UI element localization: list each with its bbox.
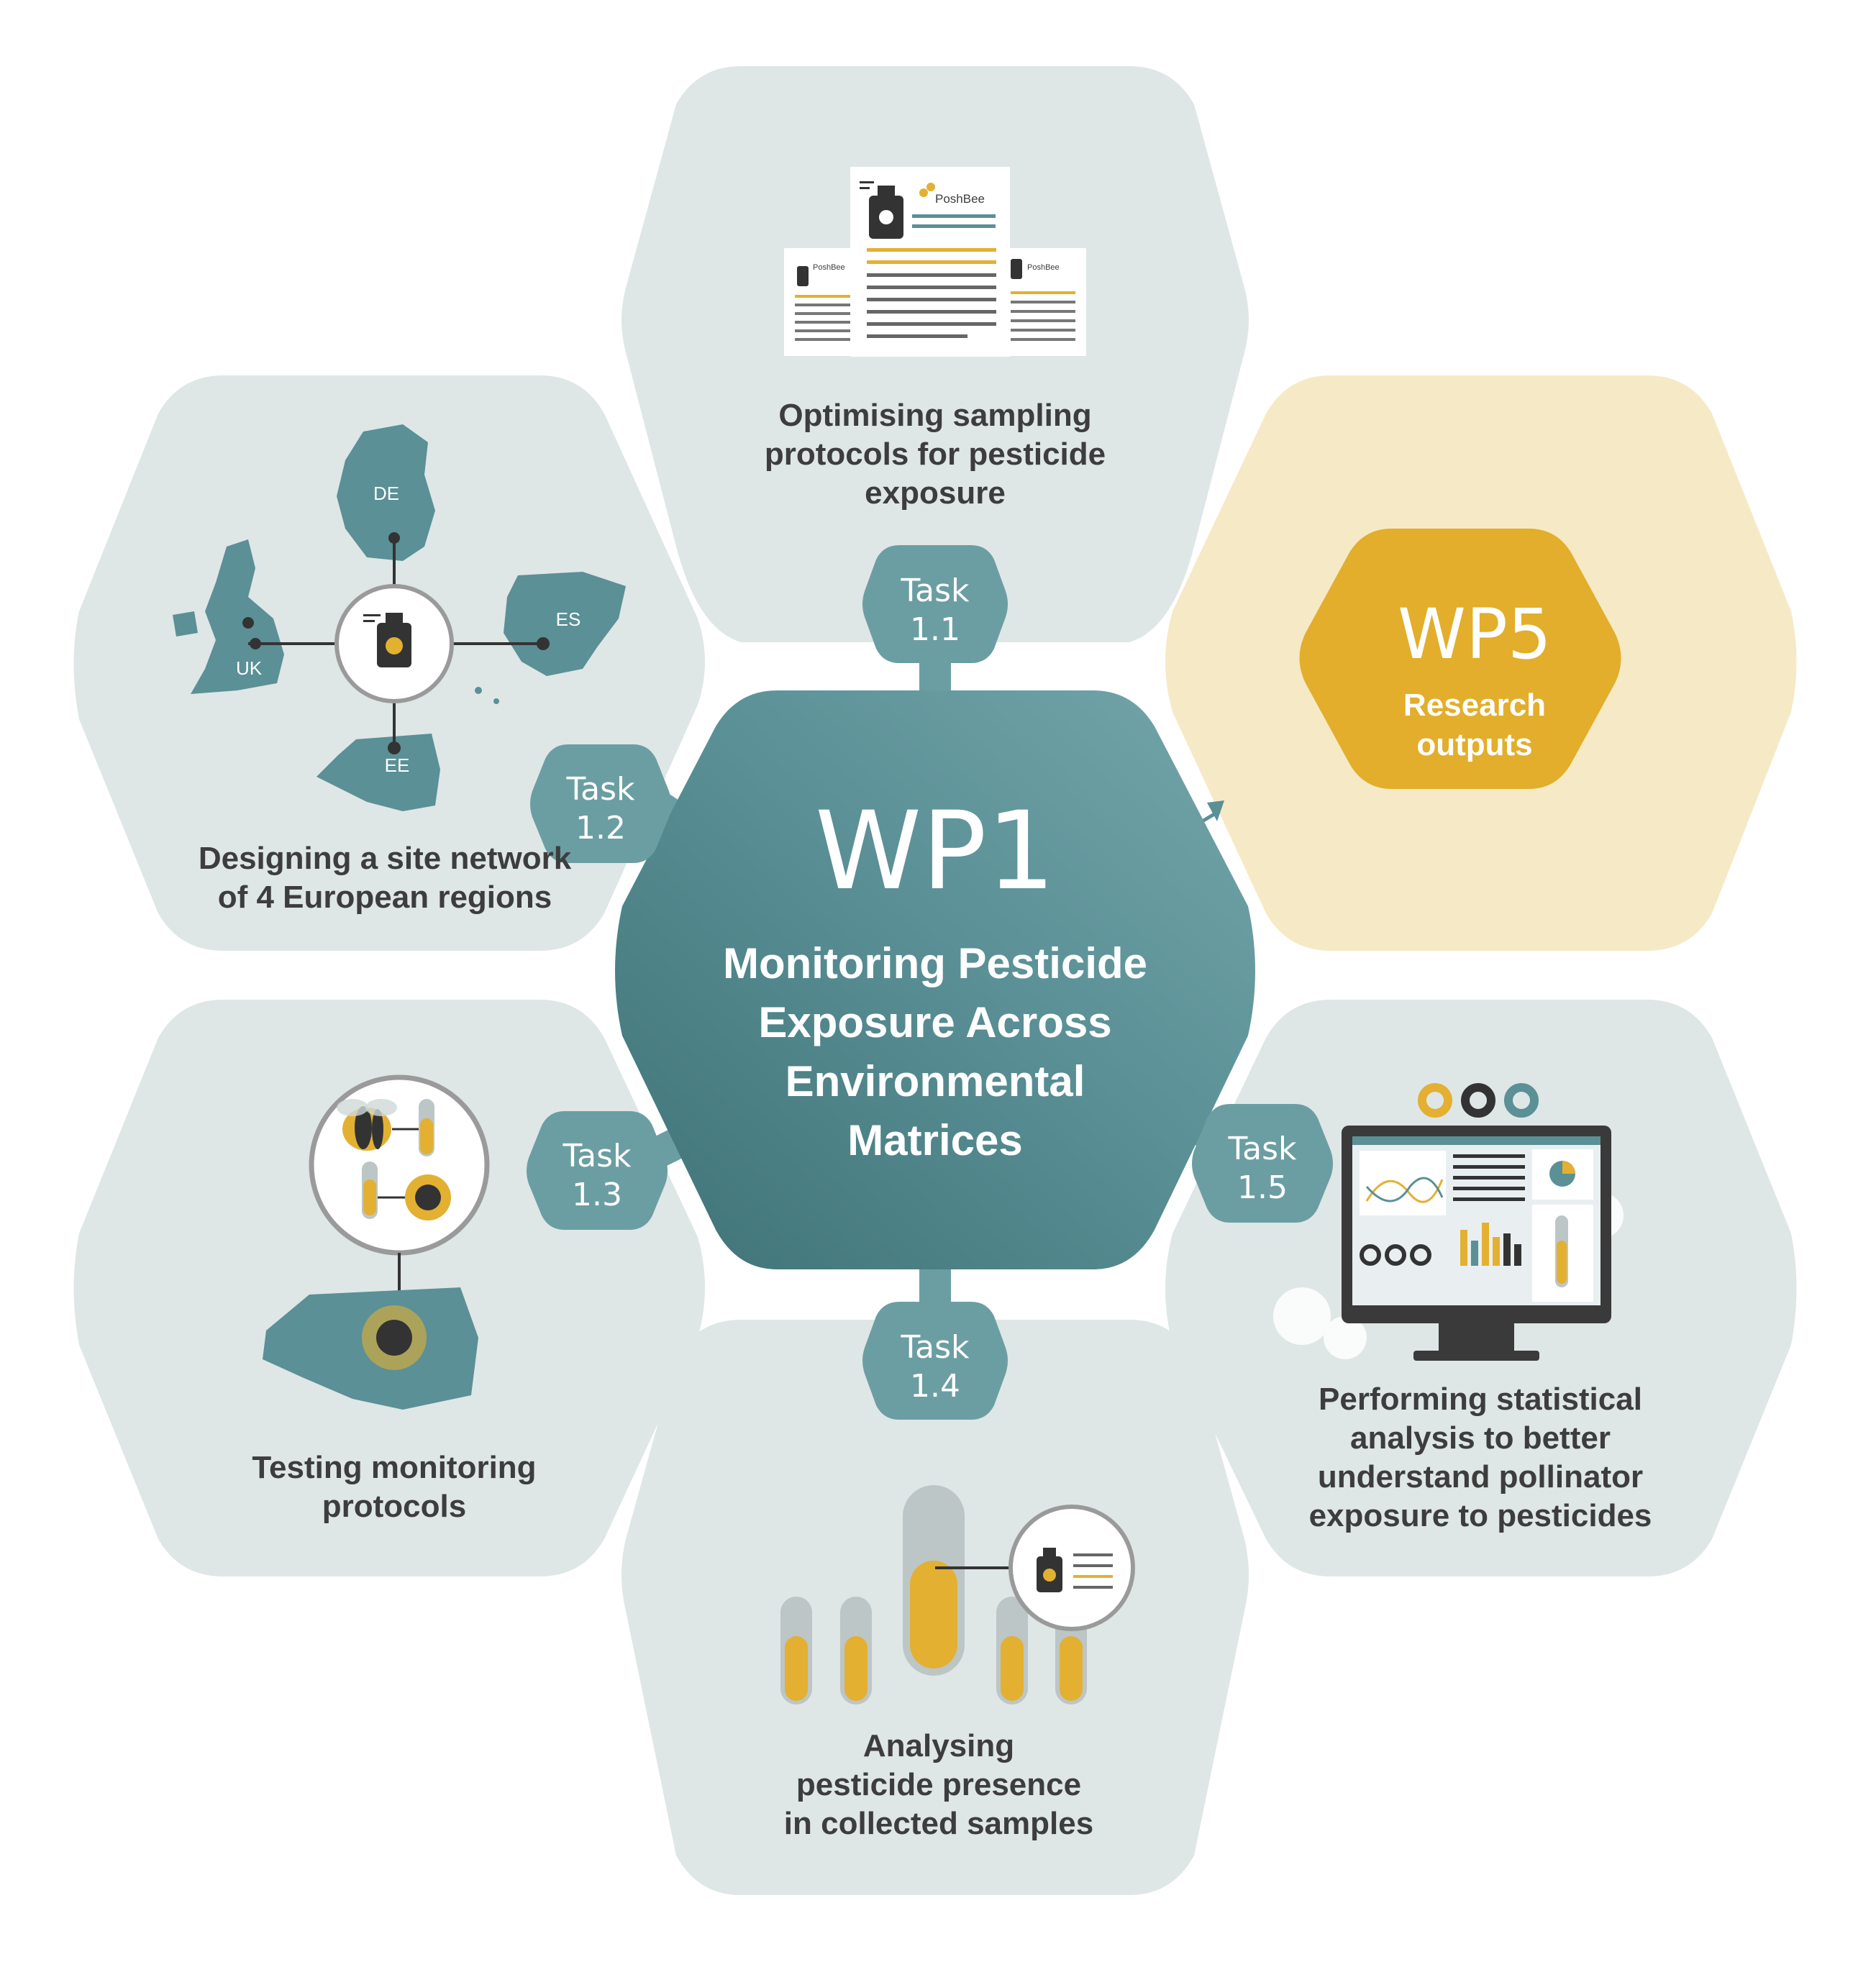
task-1-5-caption-line-4: exposure to pesticides	[1309, 1498, 1652, 1533]
task-1-2-caption: Designing a site network of 4 European r…	[199, 841, 572, 915]
task-1-3-word: Task	[563, 1138, 632, 1174]
task-1-1-word: Task	[901, 572, 970, 609]
wp5-title-line-2: outputs	[1416, 727, 1532, 762]
test-tube-large-icon	[903, 1485, 965, 1676]
task-badge-1-1: Task 1.1	[862, 545, 1008, 663]
task-1-2-word: Task	[566, 771, 635, 808]
test-tube-icon	[996, 1597, 1028, 1704]
task-badge-1-5: Task 1.5	[1192, 1104, 1333, 1223]
sample-analysis-illustration	[780, 1485, 1135, 1704]
protocol-documents-illustration: PoshBee PoshBee PoshBee	[784, 167, 1086, 357]
pesticide-bottle-icon	[860, 181, 903, 239]
test-tube-icon	[780, 1597, 812, 1704]
spain-map-shape	[504, 572, 626, 676]
wp1-title-line-1: Monitoring Pesticide	[723, 939, 1147, 987]
task-1-4-number: 1.4	[910, 1368, 960, 1405]
wp1-code: WP1	[815, 789, 1055, 914]
task-1-1-caption-line-2: protocols for pesticide	[765, 437, 1106, 472]
wp1-center-hexagon: WP1 Monitoring Pesticide Exposure Across…	[615, 690, 1255, 1269]
task-1-4-caption-line-1: Analysing	[863, 1728, 1014, 1763]
task-1-5-number: 1.5	[1237, 1169, 1288, 1206]
monitor-base	[1413, 1351, 1539, 1361]
task-badge-1-4: Task 1.4	[862, 1302, 1008, 1420]
task-badge-1-2: Task 1.2	[530, 744, 671, 863]
task-1-3-caption: Testing monitoring protocols	[252, 1450, 536, 1524]
monitor-stand	[1439, 1323, 1514, 1352]
wp5-code: WP5	[1398, 594, 1552, 675]
wp1-title-line-3: Environmental	[786, 1057, 1085, 1105]
site-network-map-illustration: DE UK ES EE	[173, 424, 626, 811]
task-1-4-caption-line-2: pesticide presence	[796, 1767, 1081, 1802]
pesticide-bottle-icon	[1037, 1548, 1062, 1592]
region-label-es: ES	[556, 608, 581, 630]
statistical-analysis-illustration	[1273, 1083, 1624, 1361]
task-1-5-caption: Performing statistical analysis to bette…	[1309, 1382, 1652, 1533]
task-1-5-caption-line-3: understand pollinator	[1318, 1459, 1643, 1494]
test-tube-icon	[419, 1099, 434, 1156]
test-tube-icon	[840, 1597, 872, 1704]
task-1-4-word: Task	[901, 1329, 970, 1366]
pesticide-bottle-icon	[363, 613, 411, 667]
task-1-5-word: Task	[1228, 1131, 1297, 1167]
task-1-1-number: 1.1	[910, 611, 960, 648]
task-1-2-number: 1.2	[575, 810, 626, 846]
task-1-3-caption-line-1: Testing monitoring	[252, 1450, 536, 1485]
sunflower-icon	[405, 1174, 451, 1220]
poshbee-logo-right: PoshBee	[1027, 263, 1060, 272]
test-tube-icon	[362, 1162, 378, 1219]
region-label-uk: UK	[236, 657, 263, 679]
task-1-4-caption-line-3: in collected samples	[784, 1806, 1093, 1841]
germany-map-shape	[337, 424, 435, 561]
task-1-2-caption-line-1: Designing a site network	[199, 841, 572, 876]
wp5-inner-hexagon: WP5 Research outputs	[1299, 529, 1621, 789]
wp5-title-line-1: Research	[1403, 688, 1546, 723]
task-1-1-caption-line-1: Optimising sampling	[778, 398, 1091, 433]
poshbee-logo-left: PoshBee	[813, 263, 845, 272]
donut-chart-icon	[1418, 1083, 1539, 1118]
testing-protocols-illustration	[263, 1074, 490, 1410]
region-label-de: DE	[373, 483, 399, 504]
wp1-title-line-4: Matrices	[847, 1116, 1022, 1164]
task-1-5-caption-line-1: Performing statistical	[1319, 1382, 1642, 1417]
task-1-3-caption-line-2: protocols	[322, 1489, 466, 1524]
task-1-4-caption: Analysing pesticide presence in collecte…	[784, 1728, 1093, 1841]
task-1-1-caption-line-3: exposure	[865, 475, 1006, 511]
task-1-3-number: 1.3	[572, 1177, 622, 1213]
task-1-2-caption-line-2: of 4 European regions	[218, 880, 552, 915]
task-1-1-caption: Optimising sampling protocols for pestic…	[765, 398, 1106, 511]
wp1-title-line-2: Exposure Across	[758, 998, 1111, 1046]
uk-map-shape	[191, 539, 284, 694]
poshbee-logo-center: PoshBee	[935, 192, 985, 206]
bee-icon	[337, 1099, 397, 1151]
region-label-ee: EE	[385, 754, 410, 776]
analysis-zoom-circle	[1008, 1505, 1135, 1631]
estonia-map-shape	[317, 734, 440, 811]
task-1-5-caption-line-2: analysis to better	[1350, 1420, 1611, 1456]
task-badge-1-3: Task 1.3	[527, 1111, 668, 1230]
sample-circle	[309, 1074, 490, 1256]
